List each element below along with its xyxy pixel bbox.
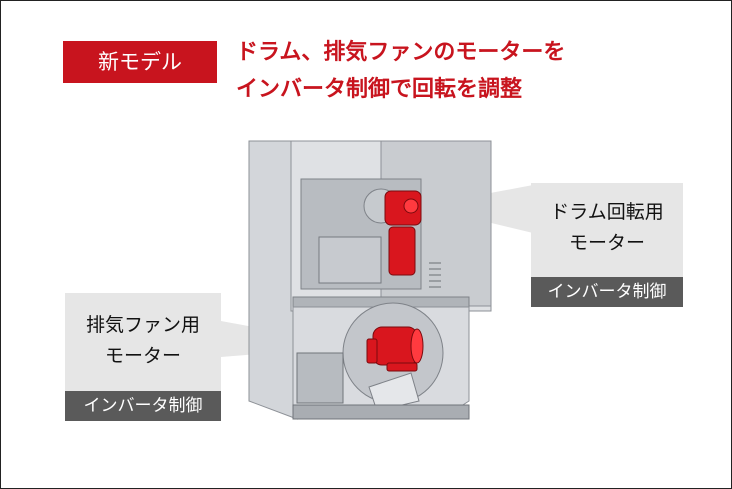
drum-motor-callout: ドラム回転用 モーター インバータ制御 (531, 183, 683, 307)
new-model-badge: 新モデル (63, 41, 217, 83)
base-rail (292, 404, 470, 420)
drum-motor-callout-line-2: モーター (568, 232, 645, 254)
fan-motor-callout-line-1: 排気ファン用 (85, 314, 200, 336)
headline-line-2: インバータ制御で回転を調整 (236, 77, 523, 102)
fan-motor (366, 326, 424, 372)
fan-motor-inverter-tag: インバータ制御 (65, 391, 221, 421)
drum-motor (363, 188, 422, 276)
vent-grille (429, 262, 441, 288)
cabinet-side-panel (248, 140, 298, 420)
headline-line-1: ドラム、排気ファンのモーターを (236, 40, 566, 65)
inner-frame (318, 236, 382, 284)
headline: ドラム、排気ファンのモーターを インバータ制御で回転を調整 (236, 34, 565, 108)
drum-motor-callout-line-1: ドラム回転用 (550, 201, 664, 223)
fan-motor-callout: 排気ファン用 モーター インバータ制御 (65, 293, 221, 421)
drum-motor-inverter-tag: インバータ制御 (531, 277, 683, 307)
damper-plate (368, 372, 420, 412)
fan-motor-callout-line-2: モーター (104, 345, 181, 367)
exhaust-duct (296, 352, 344, 404)
